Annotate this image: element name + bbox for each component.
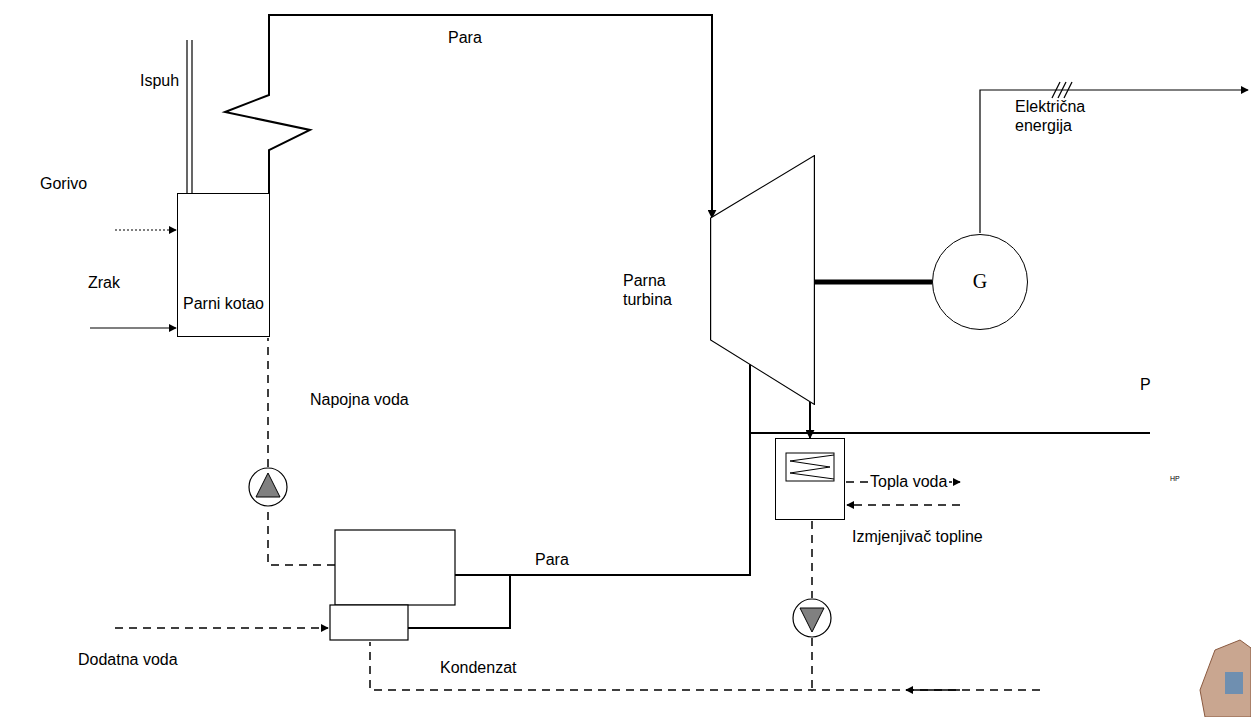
process-label: P (1140, 375, 1151, 394)
steam-to-tank (408, 355, 1150, 628)
edge-label: Para (448, 28, 482, 47)
boiler-box: Parni kotao (177, 193, 270, 337)
turbine-outline (710, 155, 815, 405)
three-phase-mark (1052, 82, 1072, 98)
hot-water-in (847, 504, 960, 506)
feed-pump (249, 468, 287, 506)
feedwater-line (268, 338, 335, 565)
node-label: Parni kotao (178, 294, 269, 313)
makeup-water-line (115, 627, 328, 629)
air-label: Zrak (88, 273, 120, 292)
condensate-pump (793, 599, 831, 637)
feedwater-label: Napojna voda (310, 390, 409, 409)
generator-circle: G (932, 234, 1028, 330)
picture-fragment (1200, 640, 1251, 717)
picture-label: HP (1170, 474, 1180, 483)
condensate-arrow (906, 689, 960, 691)
turbine-symbol: Parna turbina (710, 155, 815, 405)
node-label: G (933, 269, 1027, 293)
heat-exchanger-box: Izmjenjivač topline (775, 438, 845, 520)
fuel-line (115, 229, 176, 230)
coil-symbol (776, 439, 844, 519)
makeup-water-label: Dodatna voda (78, 650, 178, 669)
fuel-label: Gorivo (40, 174, 87, 193)
node-label: Izmjenjivač topline (852, 527, 983, 546)
power-line (980, 90, 1248, 233)
node-label: Parna turbina (623, 271, 703, 309)
air-line (90, 327, 176, 328)
feedwater-tank (330, 530, 455, 640)
hot-water-label: Topla voda (868, 472, 949, 491)
steam-line (225, 15, 712, 218)
power-label: Električna energija (1015, 97, 1110, 135)
condensate-label: Kondenzat (440, 658, 517, 677)
steam-label: Para (535, 550, 569, 569)
shaft-line (815, 280, 932, 285)
condensate-line (370, 521, 1040, 690)
exhaust-label: Ispuh (140, 71, 179, 90)
exhaust-stack (187, 40, 192, 193)
steam-line (809, 402, 811, 438)
